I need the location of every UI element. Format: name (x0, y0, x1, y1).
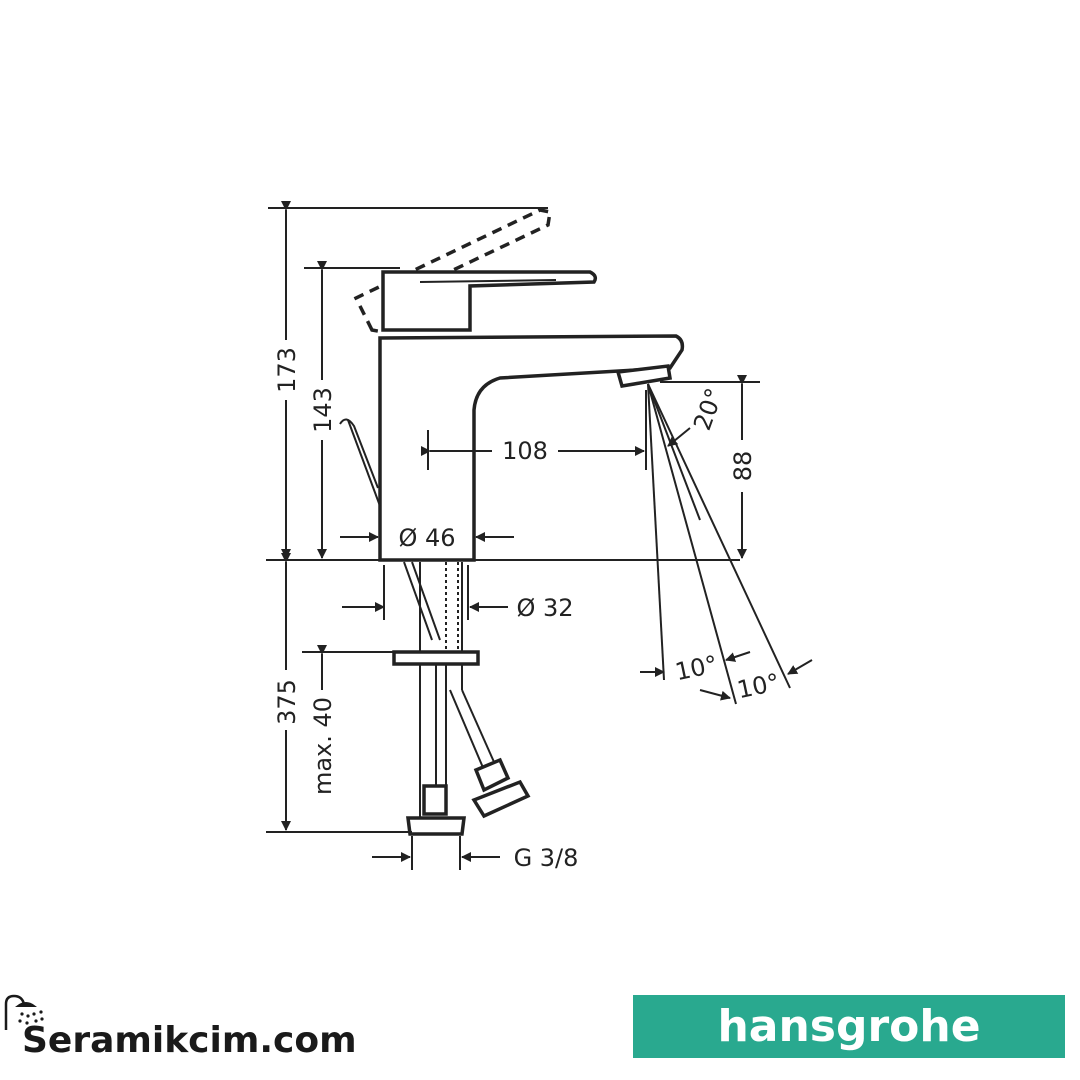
shower-logo-icon (4, 994, 44, 1030)
dim-angle-left: 10° (673, 650, 720, 686)
dim-total-height: 173 (273, 347, 301, 393)
dim-connection: G 3/8 (514, 844, 579, 872)
dim-body-height: 143 (309, 387, 337, 433)
dim-spout-height: 88 (729, 451, 757, 482)
dim-body-diameter: Ø 46 (398, 524, 455, 552)
shop-logo-text: Seramikcim.com (22, 1020, 357, 1061)
hansgrohe-logo: hansgrohe (633, 995, 1065, 1058)
faucet-outline (339, 208, 685, 836)
dim-shank-diameter: Ø 32 (516, 594, 573, 622)
dim-spray-angle: 20° (688, 384, 729, 434)
dim-spout-reach: 108 (502, 437, 548, 465)
dim-max-deck: max. 40 (309, 697, 337, 795)
dim-below-deck: 375 (273, 679, 301, 725)
dim-angle-right: 10° (735, 668, 782, 704)
hansgrohe-logo-text: hansgrohe (717, 1001, 981, 1052)
dimension-lines (266, 201, 813, 870)
